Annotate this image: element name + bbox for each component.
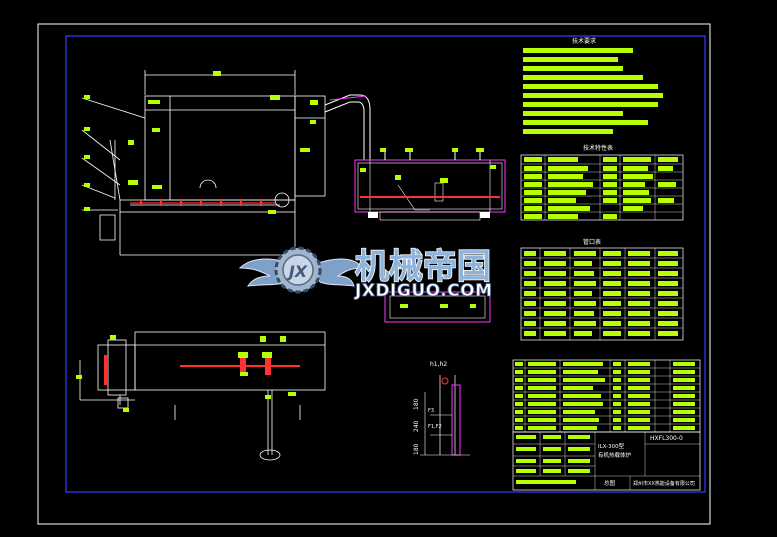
nozzle-table-title: 管口表 [583, 238, 601, 246]
plan-view-details [76, 335, 300, 412]
pipe-detail: h1,h2 180 240 180 F1,F2 F3 [413, 361, 470, 456]
f-label-1: F1,F2 [428, 424, 442, 430]
drawing-number: HXFL300-0 [650, 435, 683, 442]
expansion-tank-view [354, 150, 506, 221]
plan-view [79, 331, 326, 461]
tech-characteristics-table: 技术特性表 [520, 144, 684, 221]
sheet-label: 总图 [604, 479, 616, 487]
wing-right [309, 258, 363, 287]
dim-a: 180 [413, 443, 420, 455]
front-view [81, 70, 326, 256]
dim-c: 180 [413, 398, 420, 410]
drawing-name-line2: 有机热载体炉 [598, 451, 632, 459]
tech-characteristics-title: 技术特性表 [583, 144, 613, 152]
parts-list [512, 359, 701, 433]
tank-top-view [384, 291, 491, 323]
f-label-2: F3 [428, 408, 434, 414]
title-block: ILX-300型 有机热载体炉 HXFL300-0 总图 郑州市XX热能设备有限… [512, 431, 701, 491]
watermark: JX 机械帝国 JXDIGUO.COM [238, 246, 493, 301]
watermark-cn: 机械帝国 [355, 247, 491, 287]
watermark-en: JXDIGUO.COM [354, 281, 493, 301]
tech-requirements-title: 技术要求 [572, 37, 596, 45]
company-name: 郑州市XX热能设备有限公司 [633, 480, 695, 487]
drawing-name-line1: ILX-300型 [598, 442, 625, 450]
front-view-details [84, 71, 318, 214]
outer-frame [37, 23, 711, 525]
tech-requirements-block: 技术要求 [523, 37, 663, 134]
inner-frame [65, 35, 706, 493]
dim-b: 240 [413, 420, 420, 432]
h-label: h1,h2 [430, 361, 447, 368]
watermark-logo-text: JX [286, 262, 308, 281]
flue-pipe [324, 94, 371, 160]
nozzle-table: 管口表 [520, 238, 684, 341]
tank-details [360, 148, 500, 218]
